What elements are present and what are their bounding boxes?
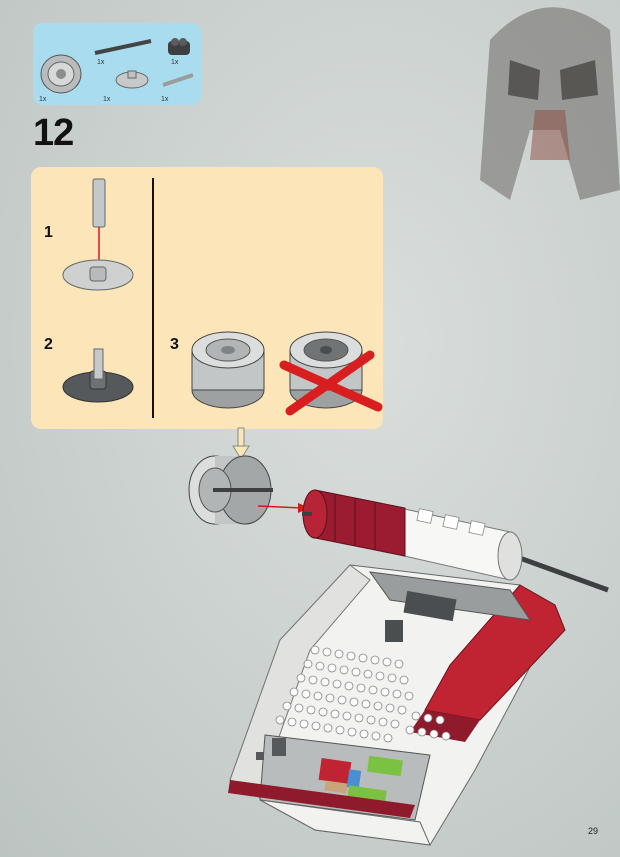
wheel-rim-part [40, 54, 82, 94]
technic-axle-part [94, 39, 152, 55]
main-model [228, 489, 609, 846]
helmet-watermark [480, 7, 620, 200]
page-number: 29 [587, 826, 598, 836]
wheel-assembly [188, 455, 273, 525]
substep-2-illustration [62, 348, 134, 403]
callout-arrow [232, 427, 250, 460]
short-axle-qty: 1x [161, 96, 169, 103]
stud-grid [275, 645, 451, 743]
parts-list-box: 1x 1x 1x 1x 1x [33, 23, 201, 105]
technic-axle-qty: 1x [97, 59, 105, 66]
round-brick-part [168, 38, 190, 55]
substep-3-correct-rim [191, 331, 265, 409]
substep-3-label: 3 [170, 336, 179, 353]
round-plate-qty: 1x [103, 96, 111, 103]
substep-2-label: 2 [44, 336, 53, 353]
step-number: 12 [33, 112, 74, 154]
round-brick-qty: 1x [171, 59, 179, 66]
short-axle-part [162, 73, 194, 87]
round-plate-part [115, 70, 149, 89]
wheel-rim-qty: 1x [39, 96, 47, 103]
substep-3-wrong-rim [279, 331, 383, 416]
substep-1-illustration [62, 178, 134, 291]
substep-1-label: 1 [44, 224, 53, 241]
sub-assembly-divider [152, 178, 154, 418]
